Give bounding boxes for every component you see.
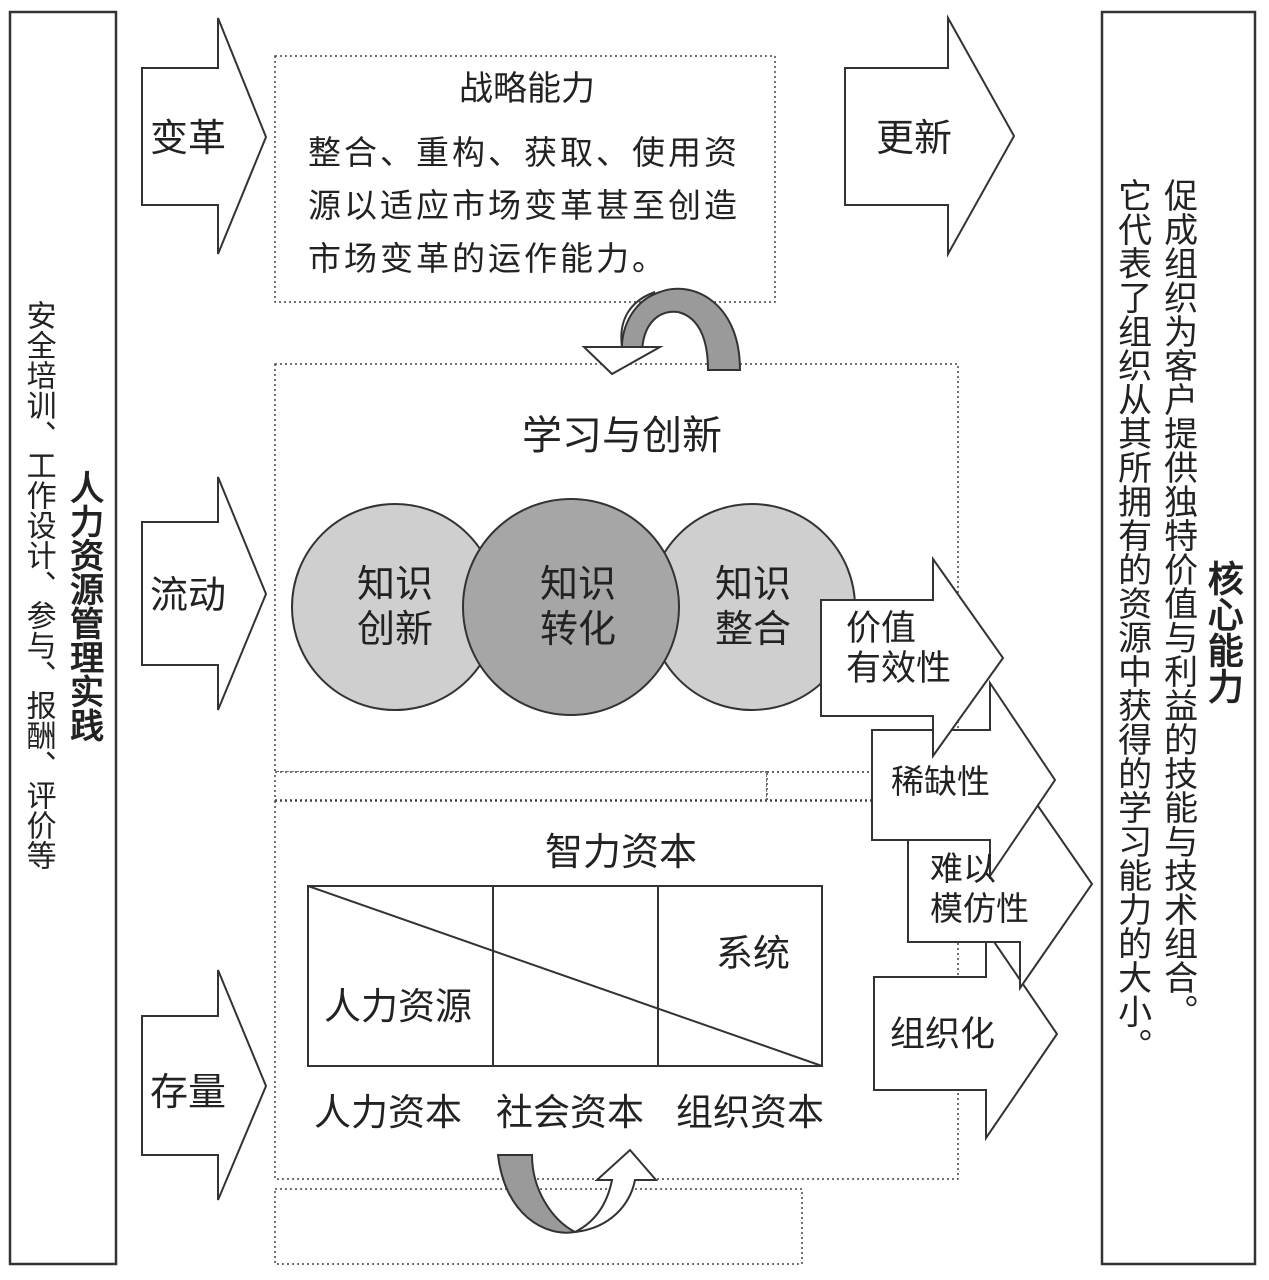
left-panel-frame <box>8 10 118 1266</box>
arrow-value-label-1: 价值 <box>846 609 917 649</box>
strategy-line-1: 整合、重构、获取、使用资 <box>308 133 740 172</box>
strategy-box-frame <box>274 55 776 303</box>
arrow-renew <box>844 14 1016 258</box>
left-panel-items: 安全培训、工作设计、参与、报酬、评价等 <box>20 300 56 870</box>
right-panel-description-line2: 它代表了组织从其所拥有的资源中获得的学习能力的大小。 <box>1111 178 1152 1062</box>
circle-creation-label-2: 创新 <box>356 607 433 651</box>
arrow-stock-label: 存量 <box>150 1070 227 1114</box>
arrow-inimitability-label-1: 难以 <box>930 849 996 888</box>
circle-creation-label-1: 知识 <box>356 562 433 606</box>
arrow-scarcity-label: 稀缺性 <box>891 762 990 801</box>
capital-title: 智力资本 <box>545 830 698 874</box>
left-panel-title: 人力资源管理实践 <box>63 470 104 742</box>
arrow-organization <box>873 926 1059 1142</box>
capital-column-human: 人力资本 <box>314 1091 462 1134</box>
arrow-flow-label: 流动 <box>150 573 227 617</box>
arrow-change-label: 变革 <box>150 116 227 160</box>
arrow-value <box>820 555 1005 760</box>
strategy-title: 战略能力 <box>459 69 595 109</box>
arrow-change <box>141 17 268 255</box>
arrow-flow <box>141 476 268 711</box>
capital-column-social: 社会资本 <box>496 1091 644 1134</box>
cycle-arrow-top <box>581 287 742 376</box>
capital-cell-system: 系统 <box>716 932 790 975</box>
arrow-organization-label: 组织化 <box>890 1015 996 1055</box>
circle-transformation-label-1: 知识 <box>539 562 616 606</box>
right-panel-description-line1: 促成组织为客户提供独特价值与利益的技能与技术组合。 <box>1157 178 1198 1028</box>
circle-integration-label-2: 整合 <box>714 607 791 651</box>
capital-table-diagonal <box>307 885 823 1067</box>
strategy-line-2: 源以适应市场变革甚至创造 <box>308 186 740 225</box>
capital-column-organizational: 组织资本 <box>676 1091 824 1134</box>
arrow-renew-label: 更新 <box>876 116 953 160</box>
mid-strip-1 <box>274 771 768 801</box>
circle-knowledge-transformation <box>462 498 680 716</box>
capital-cell-hr: 人力资源 <box>324 985 472 1028</box>
arrow-stock <box>141 969 268 1201</box>
circle-transformation-label-2: 转化 <box>539 607 616 651</box>
arrow-scarcity <box>871 679 1057 880</box>
arrow-value-label-2: 有效性 <box>846 649 952 689</box>
right-panel-frame <box>1100 10 1257 1266</box>
circle-integration-label-1: 知识 <box>714 562 791 606</box>
right-panel-title: 核心能力 <box>1201 560 1243 704</box>
strategy-line-3: 市场变革的运作能力。 <box>308 239 668 278</box>
arrow-inimitability-label-2: 模仿性 <box>930 889 1029 928</box>
learning-title: 学习与创新 <box>522 413 722 459</box>
cycle-arrow-bottom <box>496 1148 659 1234</box>
